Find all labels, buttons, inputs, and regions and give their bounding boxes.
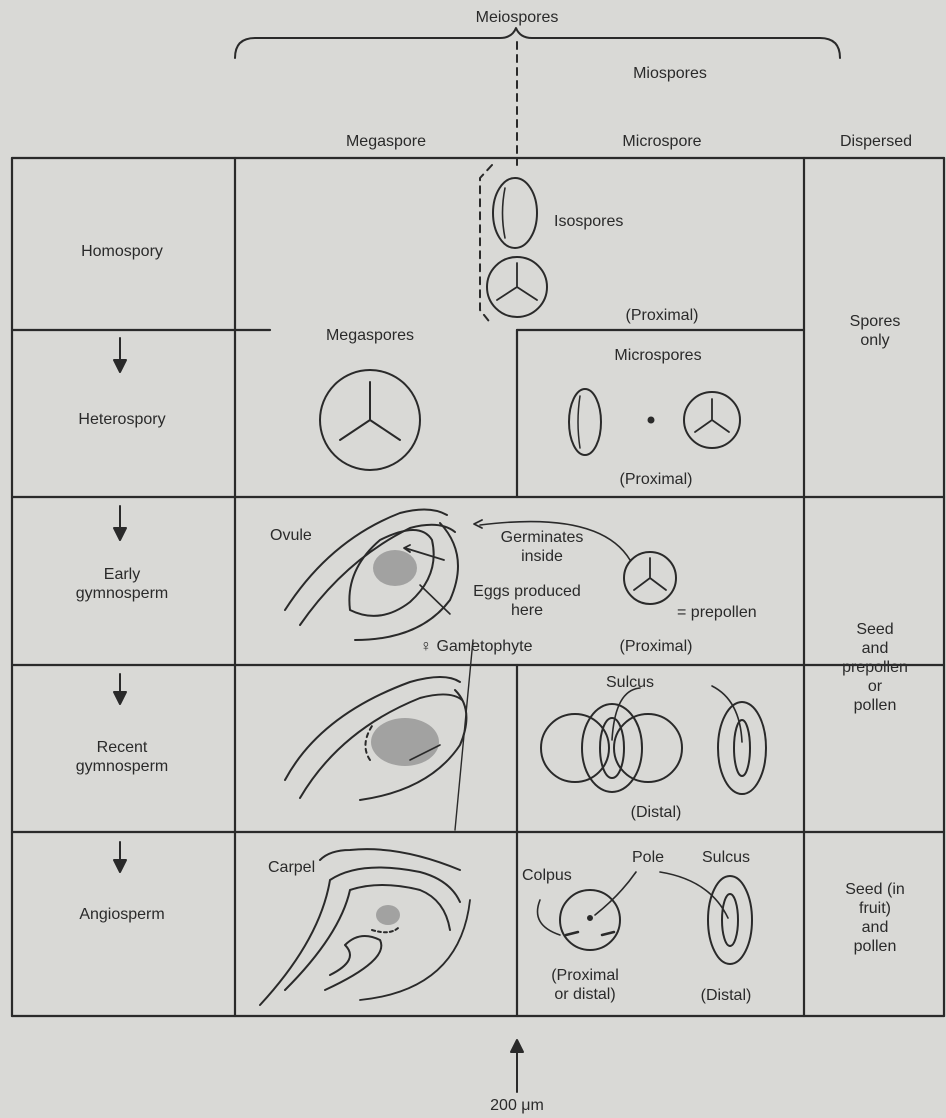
angiosperm-sulcus-label: Sulcus	[702, 848, 750, 867]
recent-gymnosperm-sulcus-label: Sulcus	[606, 673, 654, 692]
row-label-homospory: Homospory	[12, 242, 232, 261]
megaspores-label: Megaspores	[326, 326, 414, 345]
miospores-label: Miospores	[633, 64, 707, 83]
meiospores-bracket	[235, 28, 840, 58]
microspore-column-header: Microspore	[622, 132, 701, 151]
pole-label: Pole	[632, 848, 664, 867]
prepollen-label: = prepollen	[677, 603, 757, 622]
megaspore-column-header: Megaspore	[346, 132, 426, 151]
row-label-heterospory: Heterospory	[12, 410, 232, 429]
recent-gymnosperm-ovule	[285, 640, 473, 830]
meiospores-label: Meiospores	[476, 8, 559, 27]
isospore-monolete	[493, 178, 537, 248]
scale-arrow	[511, 1040, 523, 1092]
recent-gymnosperm-distal-label: (Distal)	[631, 803, 682, 822]
carpel-label: Carpel	[268, 858, 315, 877]
monosulcate-pollen	[712, 686, 766, 794]
isospores-label: Isospores	[554, 212, 623, 231]
early-gymnosperm-proximal-label: (Proximal)	[620, 637, 693, 656]
homospory-proximal-label: (Proximal)	[626, 306, 699, 325]
colpus-label: Colpus	[522, 866, 572, 885]
microspores-label: Microspores	[614, 346, 701, 365]
angiosperm-distal-label: (Distal)	[701, 986, 752, 1005]
scale-label: 200 μm	[490, 1096, 544, 1115]
angiosperm-sulcate-pollen	[660, 872, 752, 964]
microspore-monolete	[569, 389, 601, 455]
heterospory-proximal-label: (Proximal)	[620, 470, 693, 489]
ovule-label: Ovule	[270, 526, 312, 545]
gametophyte-label: ♀ Gametophyte	[420, 637, 533, 656]
row-label-angiosperm: Angiosperm	[12, 905, 232, 924]
dispersed-column-header: Dispersed	[840, 132, 912, 151]
saccate-pollen	[541, 688, 682, 792]
